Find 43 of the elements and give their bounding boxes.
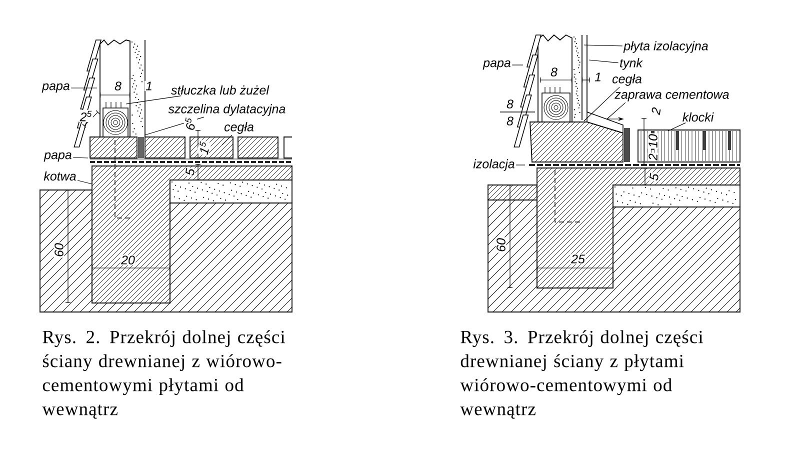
part-label: stłuczka lub żużel	[170, 84, 270, 96]
leader-line	[126, 96, 182, 104]
leader-line	[144, 116, 204, 136]
dimension-label: 1	[144, 80, 154, 92]
dimension-label: 1$^{5}$	[196, 140, 212, 156]
part-label: izolacja	[472, 158, 516, 172]
part-label: zaprawa cementowa	[614, 90, 730, 102]
dimension-label: 8	[506, 116, 514, 126]
dimension-label: 5	[184, 166, 196, 178]
part-label: szczelina dylatacyjna	[167, 103, 287, 117]
part-label: cegła	[223, 121, 255, 135]
leader-line	[584, 86, 620, 122]
part-label: kotwa	[42, 170, 78, 182]
leader-line	[77, 180, 92, 184]
dimension-label: 2	[650, 106, 662, 116]
dimension-label: 8	[114, 80, 122, 92]
dimension-label: 1	[594, 72, 602, 82]
leader-line	[668, 122, 686, 132]
part-label: klocki	[681, 111, 715, 123]
leader-line	[72, 157, 88, 158]
dimension-label: 5	[648, 172, 660, 182]
part-label: papa	[43, 151, 73, 163]
part-label: cegła	[611, 73, 643, 87]
dimension-label: 8	[550, 66, 558, 78]
figure-caption: Rys. 2. Przekrój dolnej części ściany drewnianej z wiórowo-cementowymi płytami od wewnątrz	[42, 330, 285, 419]
dimension-label: 2$^{5}$	[79, 110, 93, 122]
part-label: tynk	[618, 57, 644, 71]
leader-line	[512, 64, 524, 66]
leader-line	[588, 60, 619, 64]
leader-line	[584, 44, 623, 46]
leader-line	[222, 134, 232, 146]
part-label: papa	[482, 59, 512, 71]
figure-caption: Rys. 3. Przekrój dolnej części drewnianej ściany z płytami wiórowo-cementowymi od wewnątrz	[460, 330, 703, 419]
part-label: płyta izolacyjna	[622, 40, 710, 54]
dimension-label: 60	[496, 237, 506, 253]
dimension-label: 8	[506, 98, 514, 110]
dimension-label: 60	[54, 242, 64, 258]
dimension-label: 20	[120, 254, 136, 266]
dimension-label: 6$^{5}$	[182, 116, 198, 132]
dimension-label: 2	[648, 152, 658, 162]
part-label: papa	[41, 82, 71, 94]
dimension-label: 25	[570, 254, 586, 264]
leader-line	[516, 164, 526, 166]
